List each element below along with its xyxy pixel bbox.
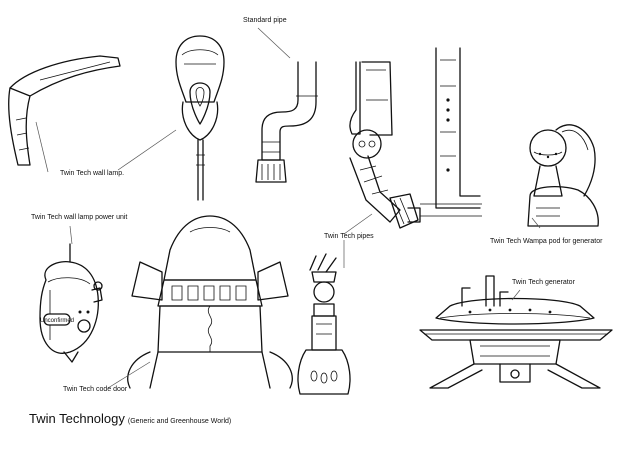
label-standard-pipe: Standard pipe: [243, 17, 287, 24]
label-generator: Twin Tech generator: [512, 279, 575, 286]
sheet-title-main: Twin Technology: [29, 411, 125, 426]
code-door-drawing: [127, 215, 293, 389]
pipe-elbow-drawing: [349, 61, 419, 229]
leader-lines: [35, 27, 541, 389]
label-wampa-pod: Twin Tech Wampa pod for generator: [490, 238, 603, 245]
sheet-title-subtitle: (Generic and Greenhouse World): [127, 418, 232, 425]
wall-lamp-arm-drawing: [8, 55, 121, 166]
pipe-column-drawing: [407, 47, 482, 223]
wampa-pod-drawing: [527, 124, 599, 227]
label-wall-lamp-power-unit: Twin Tech wall lamp power unit: [31, 214, 128, 221]
sheet-title: Twin Technology(Generic and Greenhouse W…: [29, 410, 231, 428]
generator-drawing: [419, 275, 613, 389]
label-twin-tech-pipes: Twin Tech pipes: [324, 233, 374, 240]
label-code-door: Twin Tech code door: [63, 386, 128, 393]
label-wall-lamp: Twin Tech wall lamp.: [60, 170, 125, 177]
power-unit-plate-text: Unconfirmed: [40, 318, 74, 324]
power-unit-drawing: [39, 243, 103, 363]
pipe-valve-drawing: [297, 253, 351, 395]
standard-pipe-drawing: [255, 61, 318, 183]
wall-lamp-front-drawing: [175, 35, 225, 201]
